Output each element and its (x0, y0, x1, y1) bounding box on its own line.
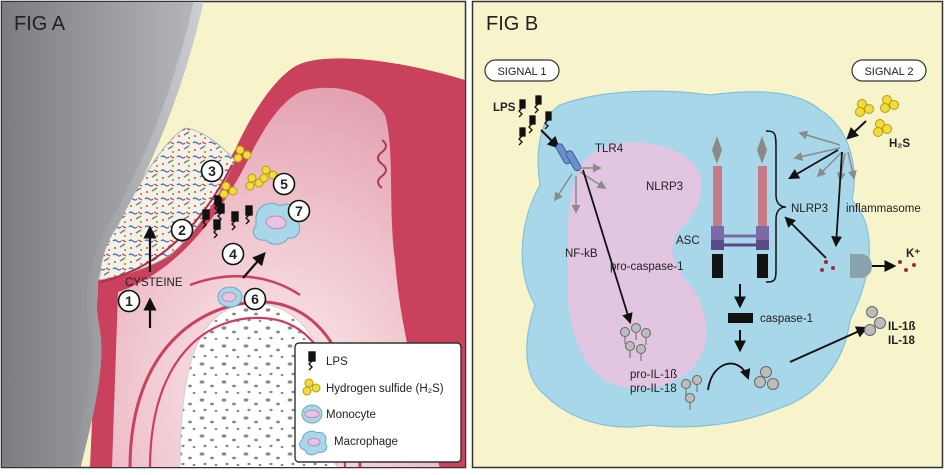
legend-lps-label: LPS (326, 356, 348, 368)
legend: LPS Hydrogen sulfide (H₂S) Monocyte Macr… (294, 342, 462, 463)
h2s-label: H₂S (889, 138, 910, 150)
legend-monocyte-label: Monocyte (326, 409, 376, 421)
pro-caspase-label: pro-caspase-1 (610, 261, 684, 273)
tlr4-label: TLR4 (595, 143, 624, 155)
arrow-secretion (789, 326, 869, 363)
inflammasome-bracket (765, 130, 787, 283)
step-4: 4 (229, 246, 237, 262)
legend-macrophage-icon (299, 430, 328, 456)
signal-1-badge (484, 59, 560, 82)
asc-label: ASC (676, 235, 700, 247)
fig-b-title: FIG B (486, 13, 538, 35)
il1b-label: IL-1ß (888, 321, 915, 333)
arrow-to-nlrp3 (788, 149, 839, 180)
biofilm (99, 127, 236, 281)
legend-h2s-icon (302, 378, 321, 396)
nlrp3-bracket-label: NLRP3 (791, 203, 828, 215)
k-channel (820, 254, 916, 278)
secreted-il-cluster (864, 306, 886, 336)
arrow-monocyte-to-macrophage (242, 252, 266, 279)
pro-il-cluster (620, 323, 702, 410)
mature-il-cluster (754, 366, 779, 390)
arrow-lps-to-tlr4 (540, 129, 560, 149)
step-3: 3 (208, 163, 216, 179)
h2s-signal-2 (855, 95, 899, 137)
step-7: 7 (295, 203, 303, 219)
step-5: 5 (280, 176, 288, 192)
legend-box (294, 342, 462, 463)
legend-h2s-label: Hydrogen sulfide (H₂S) (326, 383, 444, 395)
legend-lps-icon (308, 351, 316, 371)
lps-cluster (202, 195, 253, 239)
legend-macrophage-label: Macrophage (334, 436, 398, 448)
h2s-cluster (219, 145, 278, 199)
nfkb-label: NF-kB (565, 248, 598, 260)
signal-2-badge (851, 59, 927, 82)
lps-label: LPS (493, 102, 516, 114)
monocyte-cell (217, 286, 243, 308)
panel-a: FIG A CYSTEINE (0, 0, 467, 469)
pro-il1b-label: pro-IL-1ß (630, 369, 677, 381)
inflammasome-label: inflammasome (846, 203, 921, 215)
nlrp3-receptor-label: NLRP3 (646, 181, 683, 193)
caspase-1-block (728, 313, 753, 323)
arrow-h2s-in (846, 120, 867, 140)
step-1: 1 (125, 293, 133, 309)
arrow-to-nfkb (582, 169, 633, 325)
signal-2-label: SIGNAL 2 (864, 66, 913, 78)
panel-b: FIG B SIGNAL 1 SIGNAL 2 LPS TLR4 (471, 0, 944, 469)
cysteine-label: CYSTEINE (125, 277, 183, 289)
fig-a-title: FIG A (14, 13, 66, 35)
step-markers: 1 2 3 4 5 6 7 (117, 159, 311, 313)
nucleus (567, 142, 707, 389)
arrow-to-k-efflux (831, 151, 843, 248)
step-2: 2 (178, 222, 186, 238)
step-6: 6 (251, 291, 259, 307)
tlr4-receptor (555, 143, 582, 172)
lps-signal-1 (518, 95, 552, 146)
signal-1-label: SIGNAL 1 (497, 66, 546, 78)
potassium-label: K⁺ (906, 248, 920, 260)
il18-label: IL-18 (888, 335, 915, 347)
arrow-k-to-inflammasome (784, 216, 827, 259)
arrow-cleavage (707, 362, 751, 391)
legend-monocyte-icon (301, 404, 323, 424)
caspase-label: caspase-1 (760, 313, 813, 325)
nlrp3-assembly (711, 136, 769, 278)
tooth (2, 2, 204, 467)
pro-il18-label: pro-IL-18 (630, 383, 677, 395)
